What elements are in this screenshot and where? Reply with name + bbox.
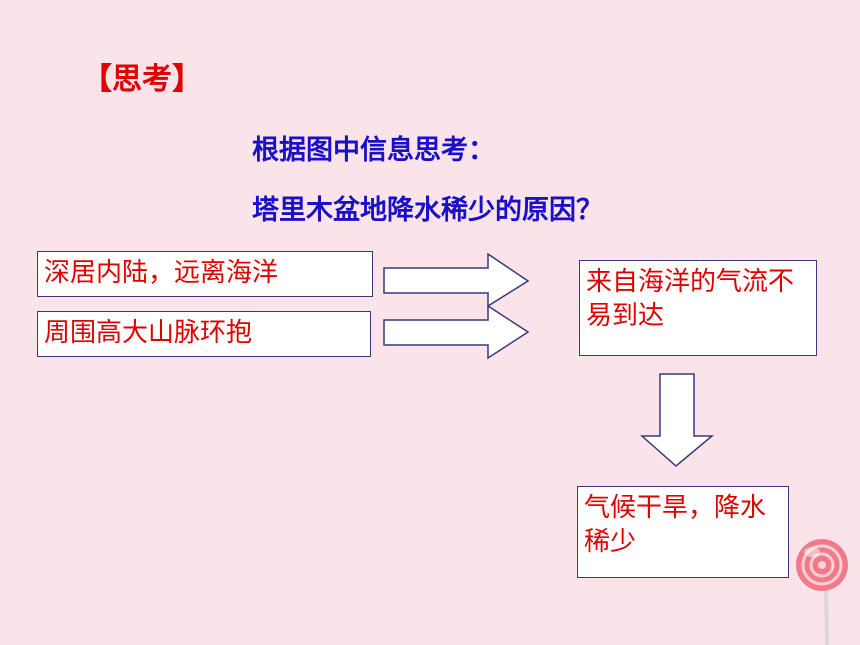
question-line-1: 根据图中信息思考： xyxy=(252,135,495,166)
cause-box-mountains: 周围高大山脉环抱 xyxy=(37,311,371,357)
lollipop-icon xyxy=(796,539,848,645)
arrow-right-2 xyxy=(383,304,530,360)
arrow-right-1 xyxy=(383,252,530,308)
arrow-down xyxy=(640,373,715,467)
question-line-2: 塔里木盆地降水稀少的原因？ xyxy=(252,195,603,226)
result-box-arid: 气候干旱，降水稀少 xyxy=(577,486,789,578)
slide-title: 【思考】 xyxy=(82,62,202,97)
effect-box-airflow: 来自海洋的气流不易到达 xyxy=(579,260,817,356)
cause-box-inland: 深居内陆，远离海洋 xyxy=(37,251,373,297)
